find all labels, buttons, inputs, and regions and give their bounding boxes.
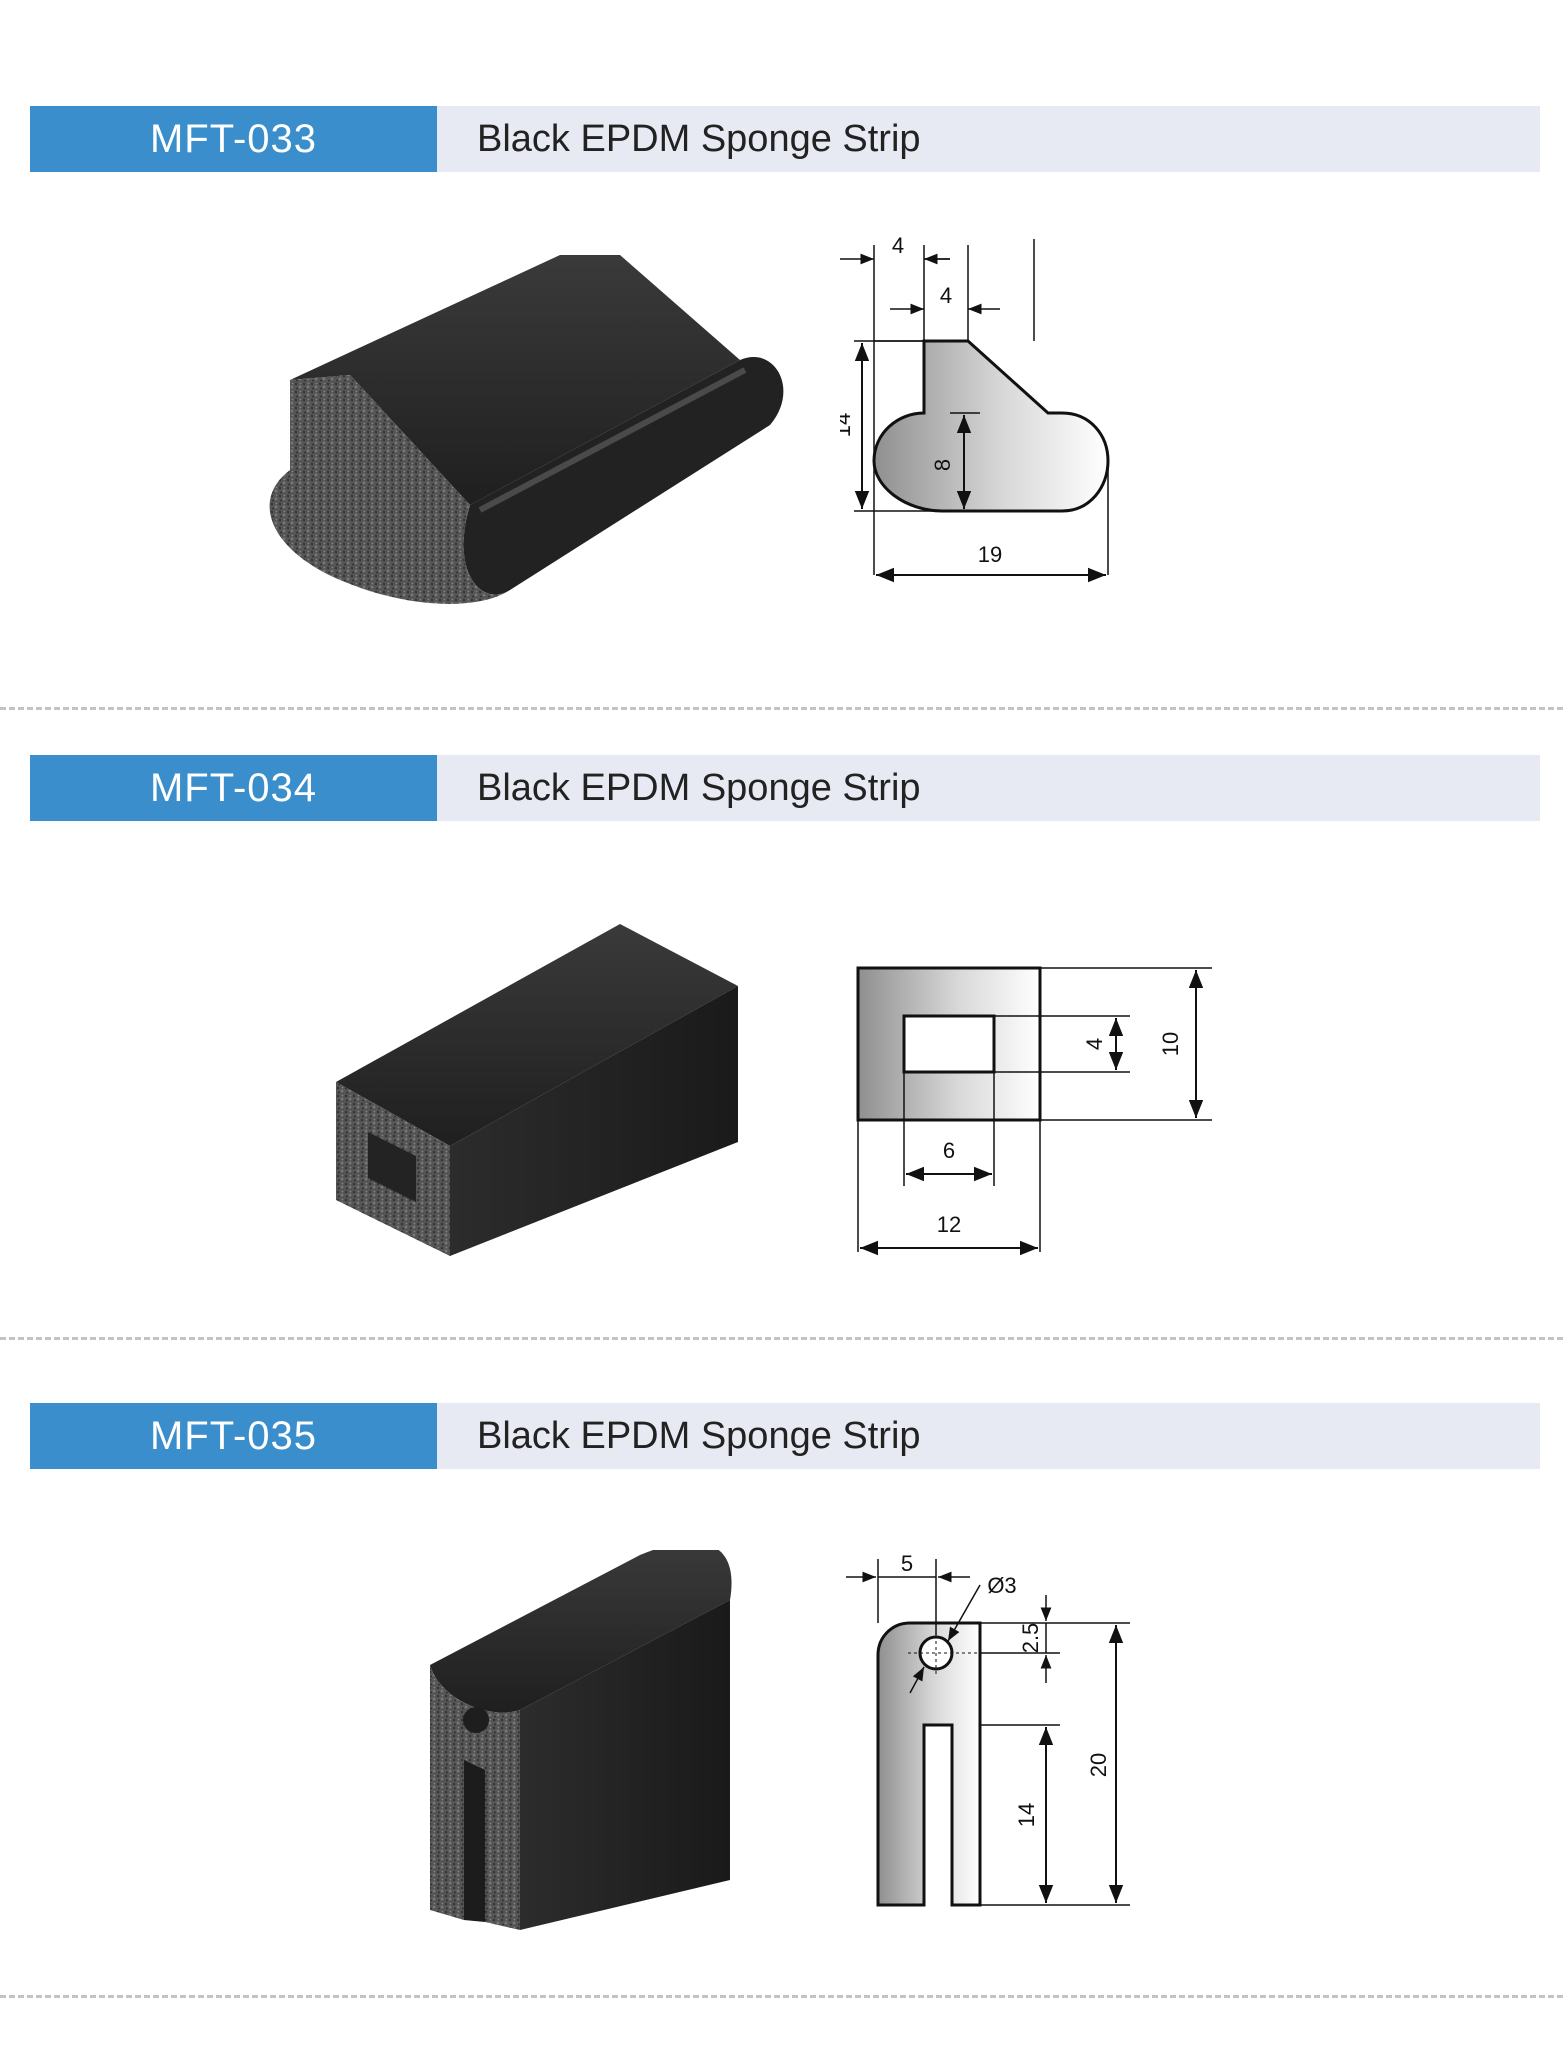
dim-top-left: 4 [892,233,904,258]
product-photo-mft-034 [336,924,738,1256]
technical-drawing-mft-034: 4 10 6 12 [856,966,1212,1256]
product-code: MFT-034 [30,755,437,821]
dim-hole-width: 6 [943,1138,955,1163]
section-separator [0,1337,1563,1340]
technical-drawing-mft-033: 4 4 14 8 19 [840,233,1110,583]
product-title: Black EPDM Sponge Strip [437,106,1540,172]
dim-hole-diameter: Ø3 [987,1573,1016,1598]
product-photo-mft-035 [430,1550,732,1930]
product-header: MFT-035 Black EPDM Sponge Strip [30,1403,1540,1469]
dim-width: 19 [978,542,1002,567]
dim-lobe: 8 [930,459,955,471]
product-header: MFT-033 Black EPDM Sponge Strip [30,106,1540,172]
product-photo-mft-033 [269,255,784,604]
dim-top-right: 4 [940,283,952,308]
dim-top: 2.5 [1018,1623,1043,1654]
profile-outline [876,1621,982,1907]
product-title: Black EPDM Sponge Strip [437,1403,1540,1469]
dim-width: 12 [937,1212,961,1237]
product-code: MFT-035 [30,1403,437,1469]
dim-height: 10 [1158,1032,1183,1056]
dim-slot: 14 [1014,1803,1039,1827]
product-title: Black EPDM Sponge Strip [437,755,1540,821]
dim-offset: 5 [901,1551,913,1576]
technical-drawing-mft-035: 5 Ø3 2.5 14 20 [846,1551,1130,1907]
dim-hole-height: 4 [1082,1038,1107,1050]
section-separator [0,1995,1563,1998]
profile-hole [902,1014,996,1074]
product-code: MFT-033 [30,106,437,172]
dim-height: 14 [840,413,855,437]
dim-height: 20 [1086,1753,1111,1777]
product-header: MFT-034 Black EPDM Sponge Strip [30,755,1540,821]
section-separator [0,707,1563,710]
profile-outline [872,339,1110,513]
